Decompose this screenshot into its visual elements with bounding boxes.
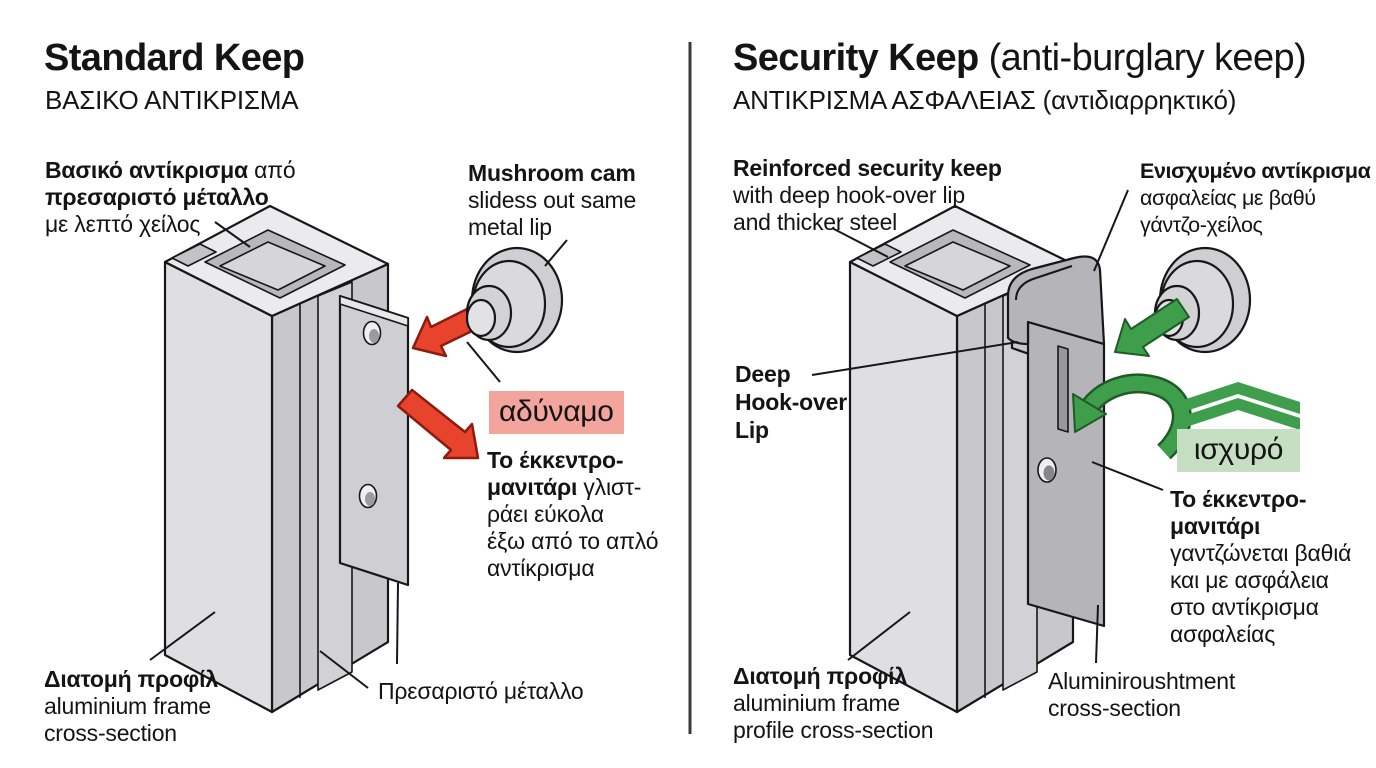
leader-right-profile	[847, 611, 911, 661]
reinforced-keep-label: Reinforced security keep with deep hook-…	[733, 155, 1002, 235]
pressed-metal-label: Πρεσαριστό μέταλλο	[378, 678, 584, 704]
right-panel-title: Security Keep (anti-burglary keep)	[733, 37, 1307, 79]
leader-keep-material	[214, 221, 251, 248]
leader-keep-section	[1095, 604, 1099, 664]
leader-strong-note	[1091, 461, 1164, 491]
leader-reinforced-keep-greek	[1093, 189, 1129, 272]
keep-cross-section-label: Aluminiroushtment cross-section	[1048, 668, 1236, 721]
left-aluminium-profile	[163, 204, 390, 714]
leader-left-profile	[149, 611, 216, 661]
weak-verdict-badge: αδύναμο	[489, 391, 624, 434]
strong-explanation-note: Το έκκεντρο- μανιτάρι γαντζώνεται βαθιά …	[1170, 486, 1352, 647]
right-profile-label: Διατομή προφίλ aluminium frame profile c…	[733, 663, 934, 743]
deep-hook-over-lip-label: Deep Hook-over Lip	[735, 361, 847, 443]
leader-pressed-metal-b	[396, 582, 399, 665]
left-profile-label: Διατομή προφίλ aluminium frame cross-sec…	[44, 666, 218, 746]
leader-mushroom-cam	[544, 239, 568, 267]
leader-pressed-metal-a	[319, 650, 369, 689]
leader-reinforced-keep	[831, 227, 889, 258]
strength-chevrons-icon	[1177, 382, 1300, 430]
leader-weak-note	[466, 341, 501, 383]
right-mushroom-cam	[1153, 246, 1252, 354]
right-panel-subtitle: ΑΝΤΙΚΡΙΣΜΑ ΑΣΦΑΛΕΙΑΣ (αντιδιαρρηκτικό)	[733, 85, 1237, 115]
left-panel-title: Standard Keep	[44, 37, 305, 79]
reinforced-keep-greek-label: Ενισχυμένο αντίκρισμα ασφαλείας με βαθύ …	[1140, 159, 1371, 237]
left-panel-subtitle: ΒΑΣΙΚΟ ΑΝΤΙΚΡΙΣΜΑ	[45, 85, 299, 115]
keep-material-label: Βασικό αντίκρισμα από πρεσαριστό μέταλλο…	[45, 157, 296, 237]
leader-hook-lip	[811, 341, 1019, 376]
weak-explanation-note: Το έκκεντρο- μανιτάρι γλιστ- ράει εύκολα…	[487, 447, 659, 581]
red-arrow-out-icon	[396, 388, 480, 460]
left-mushroom-cam	[465, 246, 564, 354]
green-arrow-icon	[1114, 298, 1190, 357]
mushroom-cam-label: Mushroom cam slidess out same metal lip	[468, 160, 637, 240]
strong-verdict-badge: ισχυρό	[1177, 429, 1300, 472]
right-aluminium-profile	[848, 204, 1075, 714]
left-keep-plate	[338, 294, 410, 587]
